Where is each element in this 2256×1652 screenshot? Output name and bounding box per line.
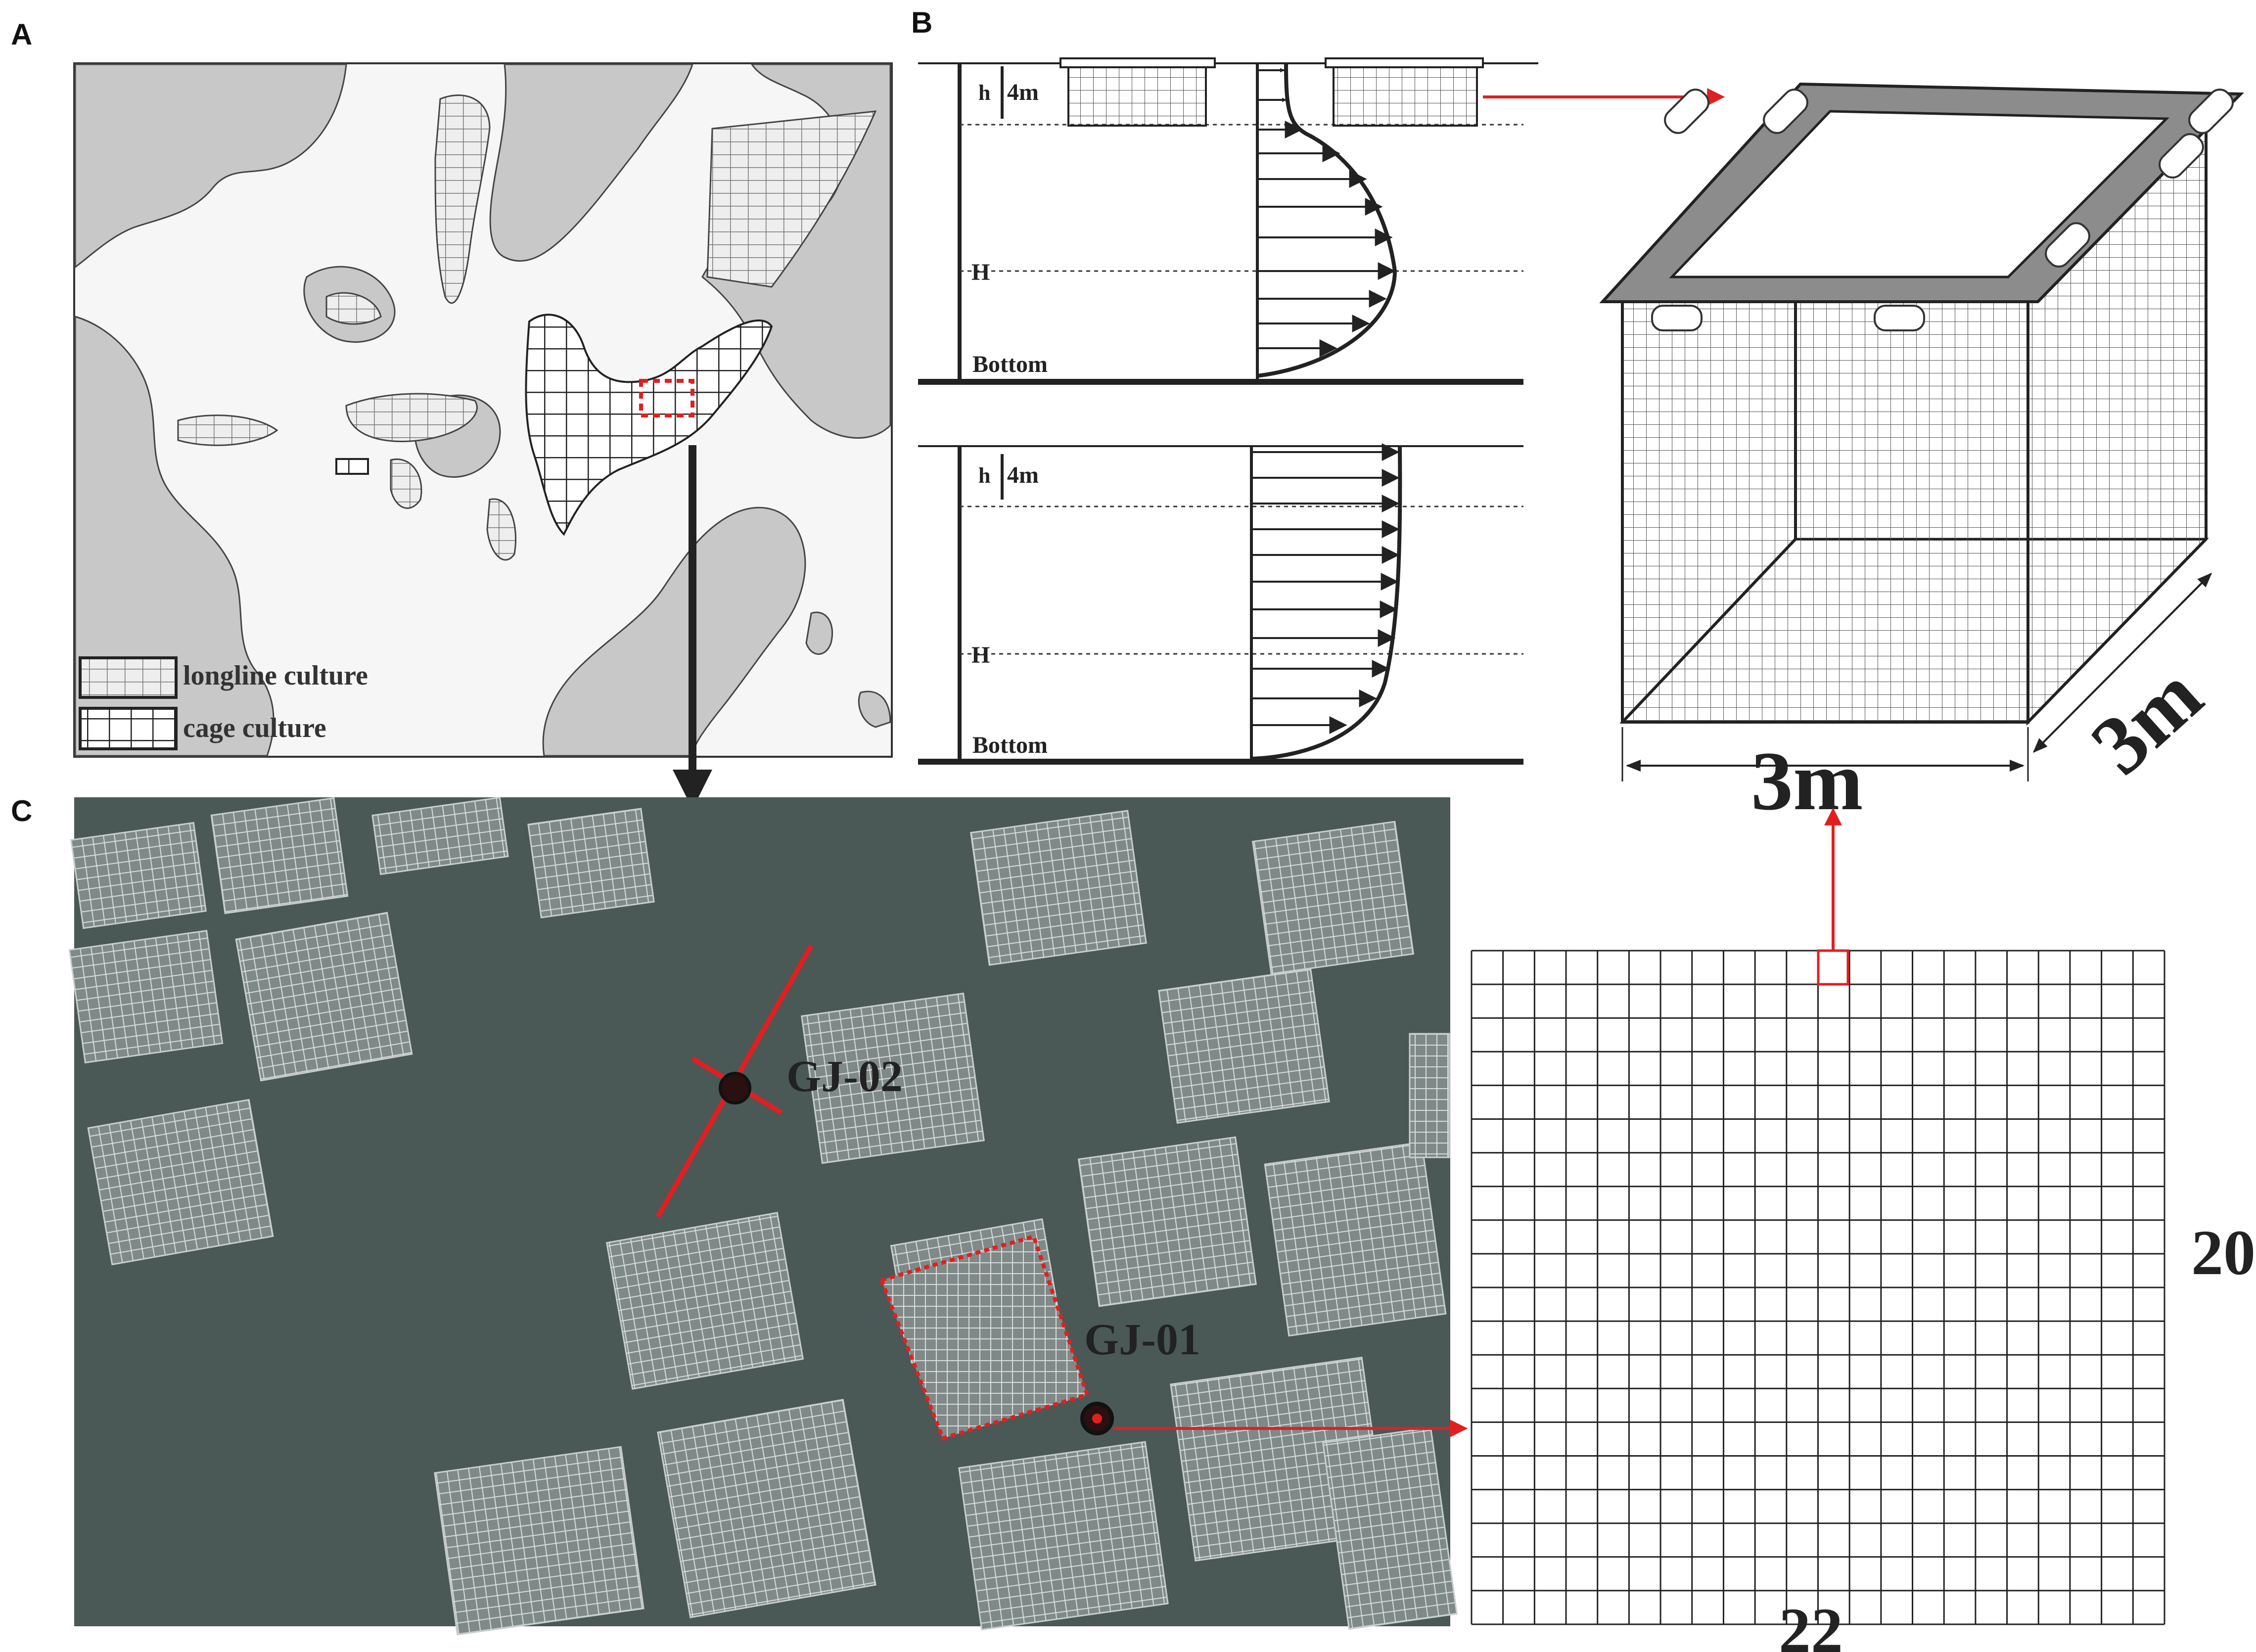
longline-zone-c (325, 292, 382, 325)
map-panel: longline culture cage culture (73, 62, 893, 758)
longline-zone-w (177, 414, 278, 446)
cage-float-1 (1059, 57, 1216, 68)
legend-label-cage: cage culture (183, 713, 326, 743)
land-north-west (74, 63, 347, 269)
cage-float-2 (1325, 57, 1484, 68)
panel-label-b: B (911, 6, 932, 39)
H-label: H (971, 642, 990, 668)
longline-zone-ne (706, 110, 877, 288)
longline-zone-nw (434, 94, 491, 304)
cage-3d: 3m 3m (1599, 82, 2244, 827)
h-value-label: 4m (1007, 462, 1039, 488)
cage-grid (1471, 950, 2165, 1625)
velocity-profile-curve (1251, 446, 1402, 761)
cage-net-1 (1067, 66, 1207, 127)
panel-label-a: A (11, 18, 32, 51)
grid-rows-label: 20 (2191, 1217, 2256, 1288)
land-west (74, 315, 275, 757)
h-label: h (978, 463, 990, 488)
longline-zone-s2 (486, 498, 517, 561)
station-gj01-label: GJ-01 (1084, 1315, 1200, 1364)
legend-swatch-longline (79, 656, 178, 699)
station-gj02-marker (719, 1072, 751, 1104)
station-gj01-center (1092, 1414, 1102, 1423)
cage-zone-small (335, 458, 369, 475)
profile-top: h 4m H Bottom (918, 57, 1538, 385)
land-north (489, 63, 694, 262)
land-south (542, 506, 806, 757)
legend-swatch-cage (79, 707, 178, 750)
cage-dim-front-label: 3m (1751, 734, 1863, 827)
cage-zone (525, 314, 773, 536)
cage-top-opening (1669, 110, 2169, 278)
bottom-label: Bottom (972, 732, 1048, 758)
dim-line-side (2032, 572, 2212, 753)
H-label: H (971, 259, 990, 285)
cage-net-2 (1333, 66, 1478, 127)
island-east (805, 611, 833, 655)
study-raft-outline (878, 1234, 1090, 1441)
map-legend: longline culture cage culture (79, 656, 368, 750)
longline-zone-mid (345, 393, 478, 442)
velocity-arrows (1251, 443, 1400, 734)
cage-floats (1651, 89, 2234, 331)
raft-blocks (68, 796, 1458, 1636)
longline-zone-s (390, 459, 422, 509)
station-gj02-label: GJ-02 (786, 1052, 903, 1101)
cage-floor-edge (1621, 538, 1797, 724)
study-area-box (639, 379, 694, 417)
panel-label-c: C (11, 794, 32, 827)
satellite-photo: GJ-02 GJ-01 (68, 796, 1458, 1636)
h-label: h (978, 81, 990, 105)
bottom-label: Bottom (972, 351, 1048, 377)
velocity-arrows (1257, 68, 1396, 357)
selected-grid-cell (1817, 949, 1849, 986)
grid-cols-label: 22 (1779, 1595, 1843, 1652)
h-value-label: 4m (1007, 79, 1039, 105)
cage-dim-side-label: 3m (2074, 648, 2219, 792)
island-south-east (858, 690, 891, 728)
legend-label-longline: longline culture (183, 660, 368, 691)
profile-bottom: h 4m H Bottom (918, 443, 1523, 765)
